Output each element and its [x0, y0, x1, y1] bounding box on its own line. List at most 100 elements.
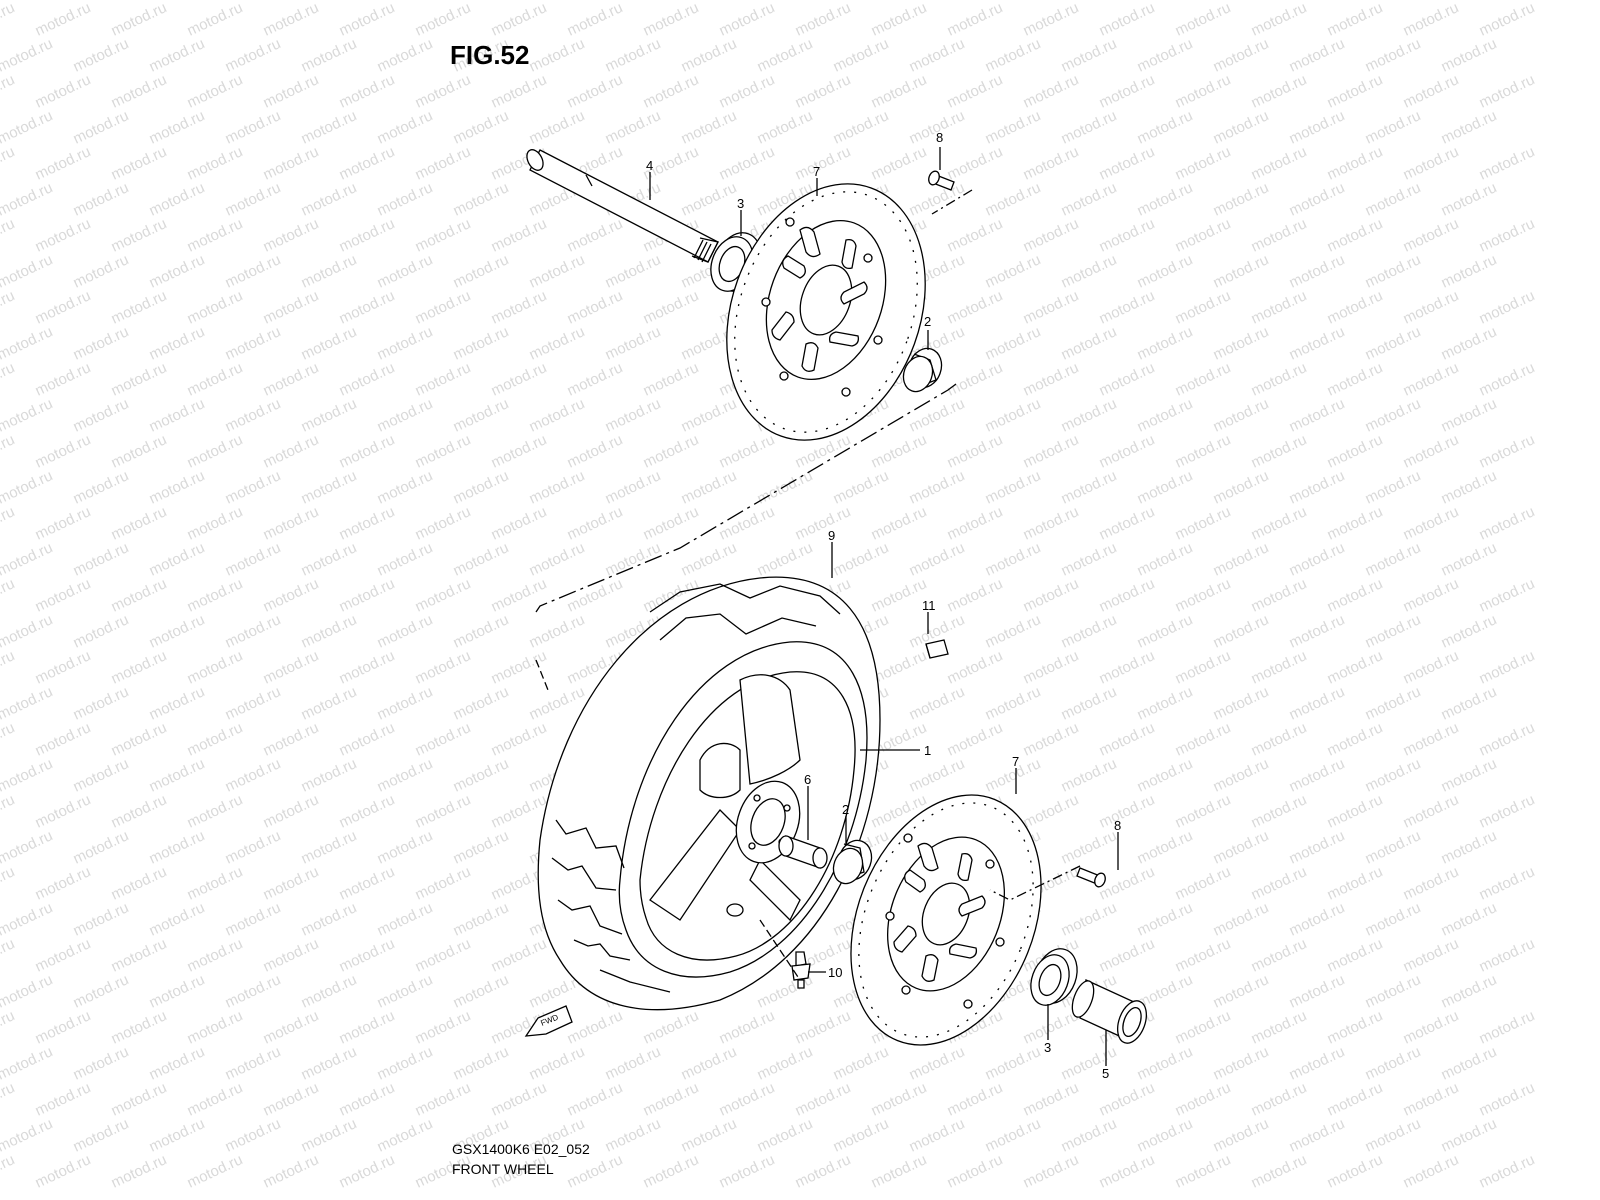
watermark-text: motod.ru — [1249, 791, 1310, 831]
watermark-text: motod.ru — [261, 791, 322, 831]
watermark-text: motod.ru — [185, 1079, 246, 1119]
watermark-text: motod.ru — [1287, 755, 1348, 795]
watermark-text: motod.ru — [109, 287, 170, 327]
watermark-text: motod.ru — [565, 503, 626, 543]
watermark-text: motod.ru — [71, 179, 132, 219]
callout-brake-disc-top: 7 — [813, 164, 820, 179]
watermark-text: motod.ru — [413, 935, 474, 975]
watermark-text: motod.ru — [261, 71, 322, 111]
watermark-text: motod.ru — [33, 1151, 94, 1191]
watermark-text: motod.ru — [1325, 719, 1386, 759]
watermark-text: motod.ru — [71, 1043, 132, 1083]
watermark-text: motod.ru — [1363, 611, 1424, 651]
watermark-text: motod.ru — [907, 1043, 968, 1083]
watermark-text: motod.ru — [1173, 1079, 1234, 1119]
callout-tire: 9 — [828, 528, 835, 543]
watermark-text: motod.ru — [1135, 683, 1196, 723]
watermark-text: motod.ru — [337, 719, 398, 759]
watermark-text: motod.ru — [185, 359, 246, 399]
watermark-text: motod.ru — [1021, 143, 1082, 183]
watermark-text: motod.ru — [1097, 0, 1158, 40]
watermark-text: motod.ru — [185, 647, 246, 687]
watermark-text: motod.ru — [717, 503, 778, 543]
watermark-text: motod.ru — [1059, 467, 1120, 507]
watermark-text: motod.ru — [489, 575, 550, 615]
watermark-text: motod.ru — [185, 503, 246, 543]
watermark-text: motod.ru — [375, 179, 436, 219]
watermark-text: motod.ru — [1401, 863, 1462, 903]
watermark-text: motod.ru — [0, 71, 17, 111]
watermark-text: motod.ru — [71, 35, 132, 75]
watermark-text: motod.ru — [223, 467, 284, 507]
watermark-text: motod.ru — [337, 359, 398, 399]
watermark-text: motod.ru — [1211, 1115, 1272, 1155]
watermark-text: motod.ru — [299, 539, 360, 579]
watermark-text: motod.ru — [109, 1007, 170, 1047]
watermark-text: motod.ru — [527, 611, 588, 651]
watermark-text: motod.ru — [1325, 1079, 1386, 1119]
watermark-text: motod.ru — [793, 1079, 854, 1119]
watermark-text: motod.ru — [33, 935, 94, 975]
watermark-text: motod.ru — [1439, 683, 1500, 723]
watermark-text: motod.ru — [1287, 1115, 1348, 1155]
watermark-text: motod.ru — [1439, 1043, 1500, 1083]
watermark-text: motod.ru — [1401, 935, 1462, 975]
watermark-text: motod.ru — [71, 611, 132, 651]
watermark-text: motod.ru — [261, 359, 322, 399]
watermark-text: motod.ru — [71, 107, 132, 147]
watermark-text: motod.ru — [0, 935, 17, 975]
watermark-text: motod.ru — [945, 1151, 1006, 1191]
brake-disc-top — [726, 183, 926, 441]
watermark-text: motod.ru — [337, 1007, 398, 1047]
watermark-text: motod.ru — [0, 791, 17, 831]
watermark-text: motod.ru — [1325, 287, 1386, 327]
watermark-text: motod.ru — [755, 107, 816, 147]
watermark-text: motod.ru — [793, 71, 854, 111]
watermark-text: motod.ru — [603, 323, 664, 363]
watermark-text: motod.ru — [945, 719, 1006, 759]
watermark-text: motod.ru — [299, 899, 360, 939]
watermark-text: motod.ru — [147, 107, 208, 147]
watermark-text: motod.ru — [109, 503, 170, 543]
watermark-text: motod.ru — [451, 755, 512, 795]
watermark-text: motod.ru — [1211, 611, 1272, 651]
watermark-text: motod.ru — [413, 1007, 474, 1047]
watermark-text: motod.ru — [0, 251, 55, 291]
watermark-text: motod.ru — [1439, 251, 1500, 291]
watermark-text: motod.ru — [147, 323, 208, 363]
watermark-text: motod.ru — [983, 395, 1044, 435]
watermark-text: motod.ru — [1477, 359, 1538, 399]
watermark-text: motod.ru — [1249, 647, 1310, 687]
watermark-text: motod.ru — [565, 0, 626, 40]
watermark-text: motod.ru — [1477, 431, 1538, 471]
watermark-text: motod.ru — [1135, 395, 1196, 435]
watermark-text: motod.ru — [983, 323, 1044, 363]
watermark-text: motod.ru — [1477, 0, 1538, 40]
watermark-text: motod.ru — [1401, 359, 1462, 399]
watermark-text: motod.ru — [565, 1007, 626, 1047]
watermark-text: motod.ru — [1211, 683, 1272, 723]
watermark-text: motod.ru — [755, 35, 816, 75]
watermark-text: motod.ru — [1363, 1043, 1424, 1083]
watermark-text: motod.ru — [1173, 143, 1234, 183]
watermark-text: motod.ru — [71, 899, 132, 939]
watermark-text: motod.ru — [337, 143, 398, 183]
watermark-text: motod.ru — [907, 467, 968, 507]
watermark-text: motod.ru — [1097, 71, 1158, 111]
air-valve — [791, 951, 811, 989]
watermark-text: motod.ru — [1097, 143, 1158, 183]
watermark-text: motod.ru — [489, 503, 550, 543]
watermark-text: motod.ru — [147, 251, 208, 291]
callout-brake-disc-bottom: 7 — [1012, 754, 1019, 769]
watermark-text: motod.ru — [489, 287, 550, 327]
watermark-text: motod.ru — [1287, 1043, 1348, 1083]
watermark-text: motod.ru — [1097, 1079, 1158, 1119]
watermark-text: motod.ru — [1477, 71, 1538, 111]
watermark-text: motod.ru — [983, 467, 1044, 507]
callout-wheel: 1 — [924, 743, 931, 758]
fwd-arrow-icon — [524, 1005, 573, 1037]
watermark-text: motod.ru — [831, 1115, 892, 1155]
watermark-text: motod.ru — [1477, 935, 1538, 975]
watermark-text: motod.ru — [0, 611, 55, 651]
watermark-text: motod.ru — [527, 1043, 588, 1083]
